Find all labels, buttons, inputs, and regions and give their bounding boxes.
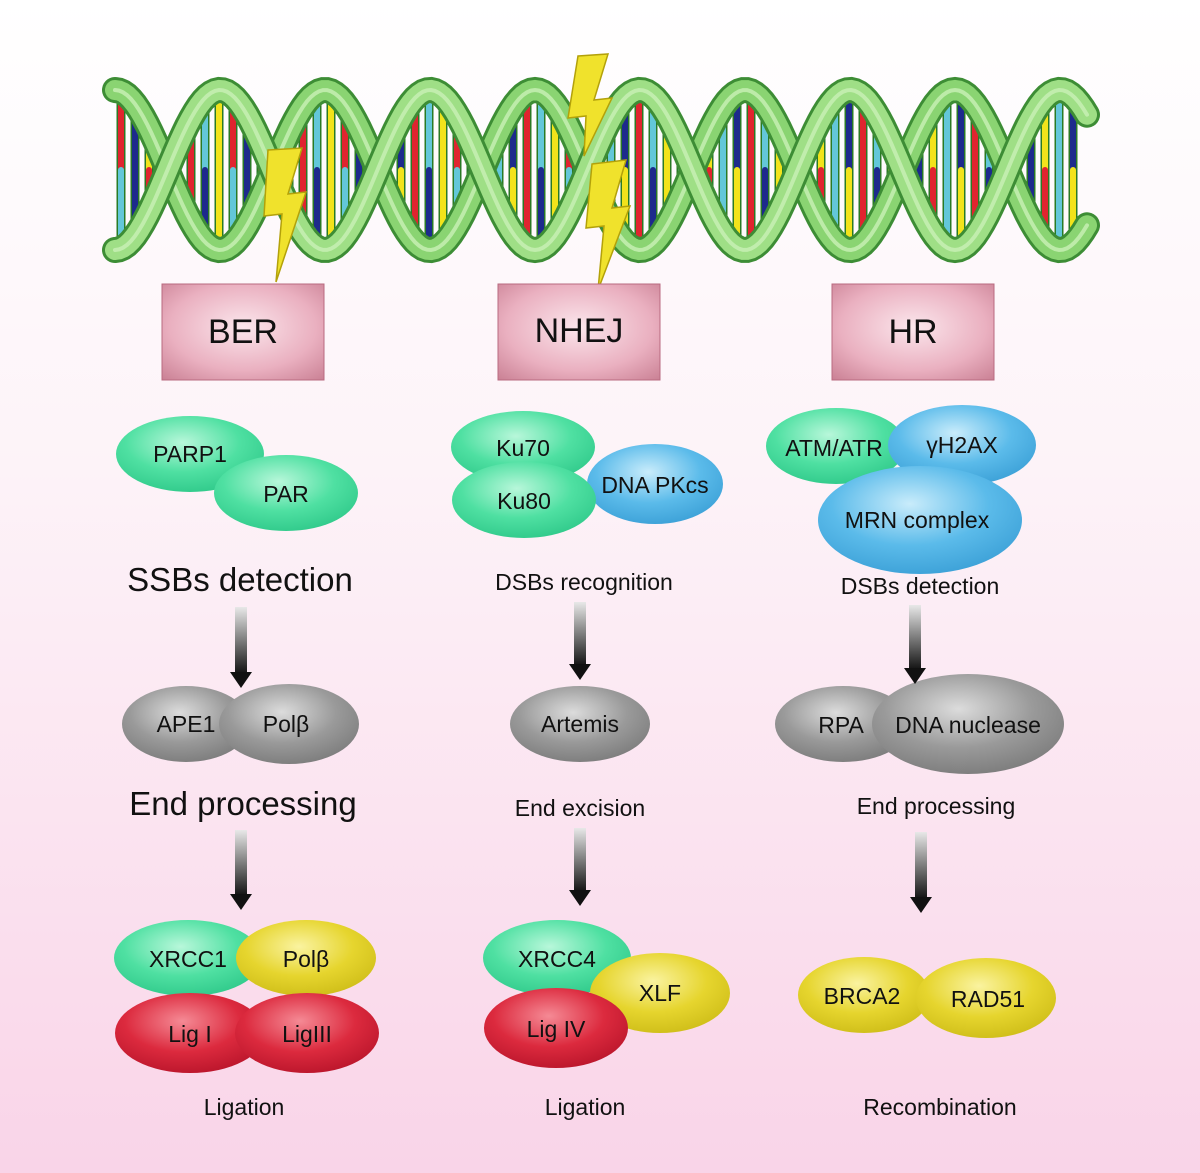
stage-caption-ssbs-detection: SSBs detection xyxy=(127,561,353,598)
protein-ligiii: LigIII xyxy=(235,993,379,1073)
svg-text:PAR: PAR xyxy=(263,481,309,507)
stage-caption-end-excision: End excision xyxy=(515,795,645,821)
protein-dna-pkcs: DNA PKcs xyxy=(587,444,723,524)
stage-caption-dsbs-recognition: DSBs recognition xyxy=(495,569,673,595)
svg-text:γH2AX: γH2AX xyxy=(926,432,998,458)
svg-text:Lig I: Lig I xyxy=(168,1021,211,1047)
protein-gamma-h2ax: γH2AX xyxy=(888,405,1036,485)
svg-text:PARP1: PARP1 xyxy=(153,441,227,467)
svg-text:Lig IV: Lig IV xyxy=(527,1016,586,1042)
svg-text:APE1: APE1 xyxy=(157,711,216,737)
svg-text:LigIII: LigIII xyxy=(282,1021,332,1047)
svg-text:RAD51: RAD51 xyxy=(951,986,1025,1012)
pathway-box-ber: BER xyxy=(161,283,325,381)
down-arrow-icon xyxy=(904,605,926,684)
stage-caption-ligation: Ligation xyxy=(204,1094,285,1120)
protein-brca2: BRCA2 xyxy=(798,957,930,1033)
svg-text:XLF: XLF xyxy=(639,980,681,1006)
protein-atm-atr: ATM/ATR xyxy=(766,408,906,484)
svg-text:Polβ: Polβ xyxy=(263,711,309,737)
pathway-box-nhej: NHEJ xyxy=(497,283,661,381)
down-arrow-icon xyxy=(569,828,591,906)
svg-text:ATM/ATR: ATM/ATR xyxy=(785,435,883,461)
pathway-box-hr: HR xyxy=(831,283,995,381)
svg-text:DNA PKcs: DNA PKcs xyxy=(601,472,708,498)
protein-ku80: Ku80 xyxy=(452,462,596,538)
pathway-label-ber: BER xyxy=(208,313,278,351)
protein-xrcc4: XRCC4 xyxy=(483,920,631,996)
svg-text:Ku70: Ku70 xyxy=(496,435,550,461)
down-arrow-icon xyxy=(230,607,252,688)
stage-caption-dsbs-detection: DSBs detection xyxy=(841,573,1000,599)
protein-artemis: Artemis xyxy=(510,686,650,762)
svg-text:MRN complex: MRN complex xyxy=(845,507,990,533)
protein-mrn-complex: MRN complex xyxy=(818,466,1022,574)
protein-rpa: RPA xyxy=(775,686,911,762)
svg-text:Artemis: Artemis xyxy=(541,711,619,737)
protein-ku70: Ku70 xyxy=(451,411,595,483)
stage-caption-recombination: Recombination xyxy=(863,1094,1016,1120)
svg-text:RPA: RPA xyxy=(818,712,864,738)
protein-ape1: APE1 xyxy=(122,686,250,762)
stage-caption-end-processing: End processing xyxy=(129,785,356,822)
pathway-label-hr: HR xyxy=(888,313,937,351)
protein-xrcc1: XRCC1 xyxy=(114,920,262,996)
svg-text:DNA nuclease: DNA nuclease xyxy=(895,712,1041,738)
down-arrow-icon xyxy=(230,830,252,910)
protein-rad51: RAD51 xyxy=(916,958,1056,1038)
svg-text:Polβ: Polβ xyxy=(283,946,329,972)
lightning-bolt-icon xyxy=(263,147,308,283)
lightning-bolt-icon xyxy=(567,53,614,157)
svg-text:XRCC1: XRCC1 xyxy=(149,946,227,972)
svg-text:BRCA2: BRCA2 xyxy=(824,983,901,1009)
protein-par: PAR xyxy=(214,455,358,531)
lightning-bolt-icon xyxy=(585,159,632,291)
down-arrow-icon xyxy=(569,602,591,680)
protein-xlf: XLF xyxy=(590,953,730,1033)
protein-polb: Polβ xyxy=(219,684,359,764)
protein-polb: Polβ xyxy=(236,920,376,996)
pathway-label-nhej: NHEJ xyxy=(535,312,624,350)
stage-caption-ligation: Ligation xyxy=(545,1094,626,1120)
protein-lig-iv: Lig IV xyxy=(484,988,628,1068)
down-arrow-icon xyxy=(910,832,932,913)
svg-text:Ku80: Ku80 xyxy=(497,488,551,514)
protein-lig-i: Lig I xyxy=(115,993,265,1073)
stage-caption-end-processing: End processing xyxy=(857,793,1016,819)
svg-text:XRCC4: XRCC4 xyxy=(518,946,596,972)
protein-dna-nuclease: DNA nuclease xyxy=(872,674,1064,774)
